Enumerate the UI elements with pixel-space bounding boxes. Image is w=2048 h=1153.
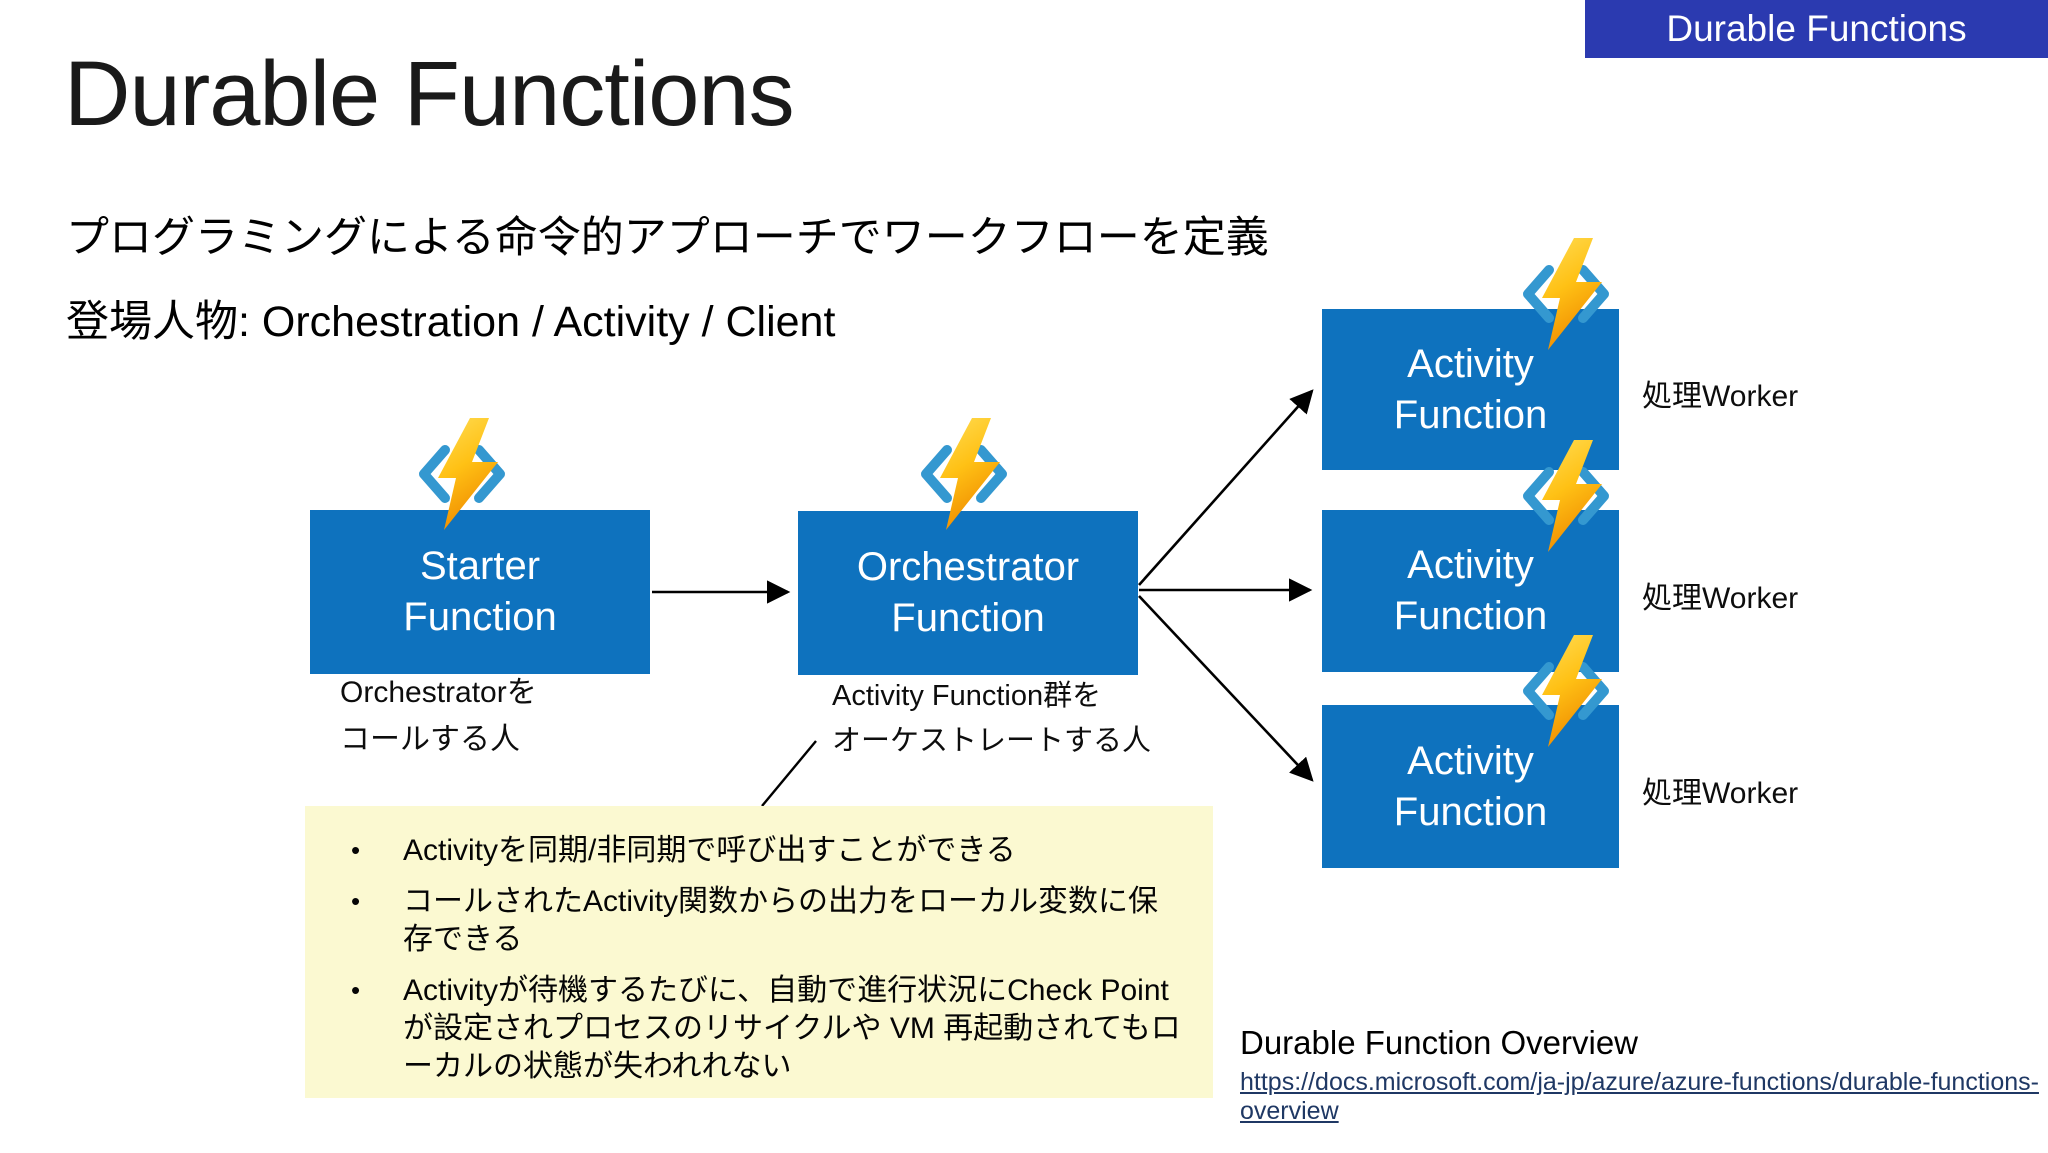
starter-caption: Orchestratorを コールする人 <box>340 676 537 756</box>
worker-label-2: 処理Worker <box>1642 582 1799 615</box>
subtitle-line1: プログラミングによる命令的アプローチでワークフローを定義 <box>66 214 1269 262</box>
page-title: Durable Functions <box>64 43 795 145</box>
azure-functions-icon <box>1516 440 1616 552</box>
notes-bullet-1: • Activityを同期/非同期で呼び出すことができる <box>341 832 1183 870</box>
bullet-dot: • <box>351 886 361 917</box>
overview-link[interactable]: https://docs.microsoft.com/ja-jp/azure/a… <box>1240 1068 2039 1125</box>
overview-caption: Durable Function Overview <box>1240 1024 1638 1061</box>
starter-function-label: Starter Function <box>403 544 557 639</box>
orchestrator-function-box: Orchestrator Function <box>798 511 1138 675</box>
orchestrator-caption: Activity Function群を オーケストレートする人 <box>832 680 1152 757</box>
bullet-text: Activityを同期/非同期で呼び出すことができる <box>403 834 1016 867</box>
arrow-orchestrator-to-activity-1 <box>1138 389 1314 586</box>
bullet-dot: • <box>351 835 361 865</box>
activity-function-label: Activity Function <box>1393 543 1548 638</box>
bullet-text: Activityが待機するたびに、自動で進行状況にCheck Pointが設定さ… <box>403 974 1181 1084</box>
bullet-text: コールされたActivity関数からの出力をローカル変数に保存できる <box>403 885 1159 957</box>
worker-label-1: 処理Worker <box>1642 380 1799 413</box>
activity-function-box-1: Activity Function <box>1322 309 1619 470</box>
notes-panel: • Activityを同期/非同期で呼び出すことができる • コールされたAct… <box>305 806 1213 1098</box>
notes-bullet-2: • コールされたActivity関数からの出力をローカル変数に保存できる <box>341 883 1183 959</box>
notes-leader-line <box>761 740 817 807</box>
slide-tag-banner: Durable Functions <box>1585 0 2048 58</box>
azure-functions-icon <box>1516 238 1616 350</box>
arrow-orchestrator-to-activity-3 <box>1138 595 1314 782</box>
activity-function-label: Activity Function <box>1393 341 1548 437</box>
orchestrator-function-label: Orchestrator Function <box>856 545 1080 640</box>
azure-functions-icon <box>1516 635 1616 747</box>
starter-function-box: Starter Function <box>310 510 650 674</box>
activity-function-box-3: Activity Function <box>1322 705 1619 868</box>
activity-function-label: Activity Function <box>1393 738 1548 834</box>
azure-functions-icon <box>412 418 512 530</box>
worker-label-3: 処理Worker <box>1642 777 1799 810</box>
slide-tag-label: Durable Functions <box>1666 8 1967 49</box>
notes-bullet-3: • Activityが待機するたびに、自動で進行状況にCheck Pointが設… <box>341 972 1183 1086</box>
azure-functions-icon <box>914 418 1014 530</box>
bullet-dot: • <box>351 975 361 1006</box>
subtitle-line2: 登場人物: Orchestration / Activity / Client <box>66 298 836 346</box>
